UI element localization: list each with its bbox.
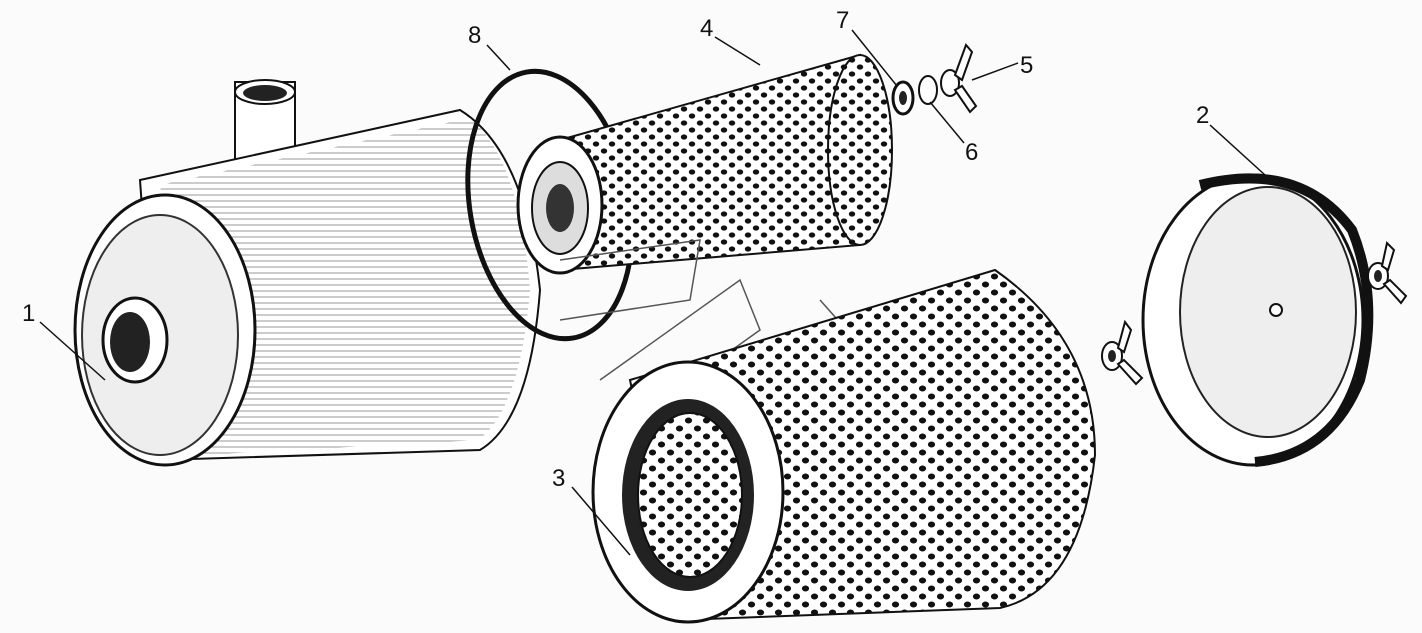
housing-body	[73, 79, 542, 467]
wing-nut-middle	[1101, 319, 1144, 386]
callout-7: 7	[836, 7, 849, 34]
gasket	[918, 75, 938, 105]
housing-cover	[1141, 173, 1374, 467]
callout-6: 6	[965, 139, 978, 166]
wing-nut-cover	[1367, 240, 1408, 305]
wing-nut-top	[940, 43, 978, 114]
callout-3: 3	[552, 465, 565, 492]
callout-2: 2	[1196, 102, 1209, 129]
callout-4: 4	[700, 15, 713, 42]
inner-filter-element	[516, 53, 893, 275]
outer-filter-element	[591, 268, 1097, 624]
washer	[891, 80, 915, 116]
leader-lines	[39, 29, 1266, 556]
callout-1: 1	[22, 300, 35, 327]
callout-5: 5	[1020, 52, 1033, 79]
callout-8: 8	[468, 22, 481, 49]
